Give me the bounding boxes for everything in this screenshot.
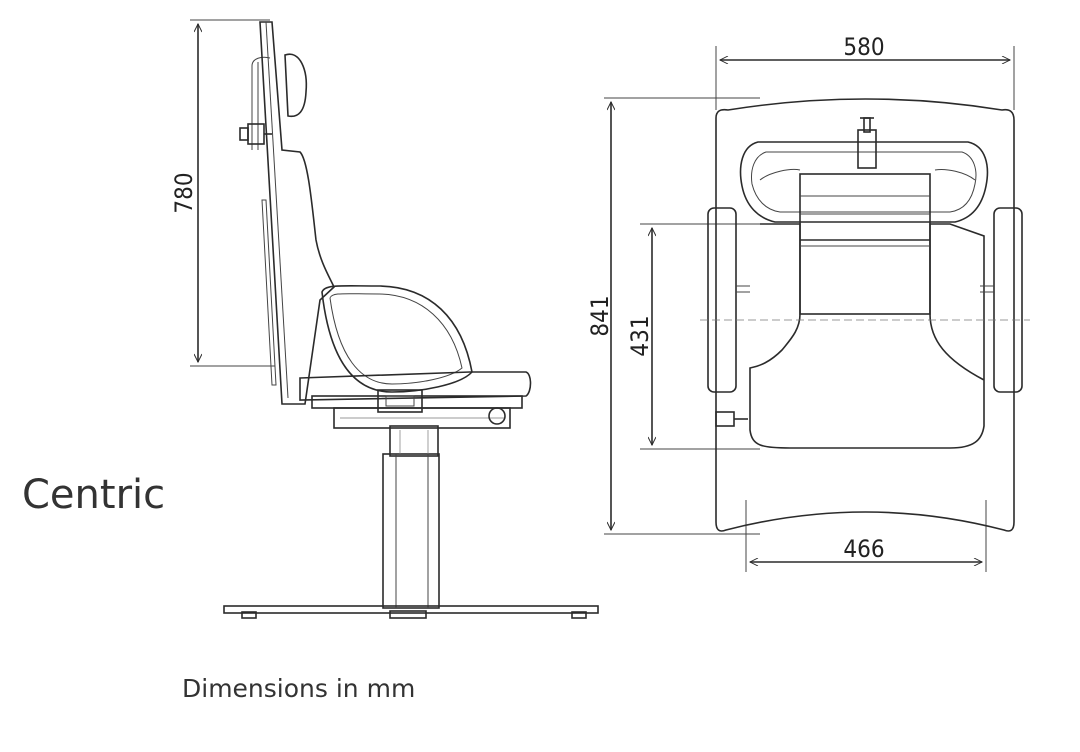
seat-top (749, 223, 985, 449)
headrest-knob (239, 123, 272, 145)
dimensions-caption: Dimensions in mm (182, 674, 416, 703)
seat-mechanism (333, 407, 511, 429)
dimension-label-431: 431 (626, 315, 654, 356)
headrest (284, 53, 308, 118)
armrest-right-top (993, 207, 1023, 393)
headrest-knob-top (857, 117, 877, 169)
dimension-depth-top: 841 (586, 97, 760, 535)
dimension-label-780: 780 (170, 172, 198, 213)
dimension-width-top: 580 (715, 33, 1015, 110)
column (382, 425, 440, 609)
seat (299, 371, 532, 401)
seat-lock (377, 389, 423, 413)
base-plate (223, 605, 599, 619)
dimension-seat-depth: 431 (626, 223, 760, 450)
backrest (259, 21, 335, 405)
dimension-label-466: 466 (843, 535, 884, 563)
side-view: 780 (170, 19, 599, 619)
dimension-label-580: 580 (843, 33, 884, 61)
dimension-label-841: 841 (586, 295, 614, 336)
side-lever (715, 411, 735, 427)
backrest-top (739, 141, 989, 223)
base-outline (715, 98, 1015, 532)
top-view: 580 841 431 466 (586, 33, 1030, 572)
product-title: Centric (22, 472, 166, 518)
armrest-left-top (707, 207, 737, 393)
dimension-height-side: 780 (170, 19, 275, 367)
dimension-seat-width: 466 (745, 500, 987, 572)
adjust-knob (488, 407, 506, 425)
